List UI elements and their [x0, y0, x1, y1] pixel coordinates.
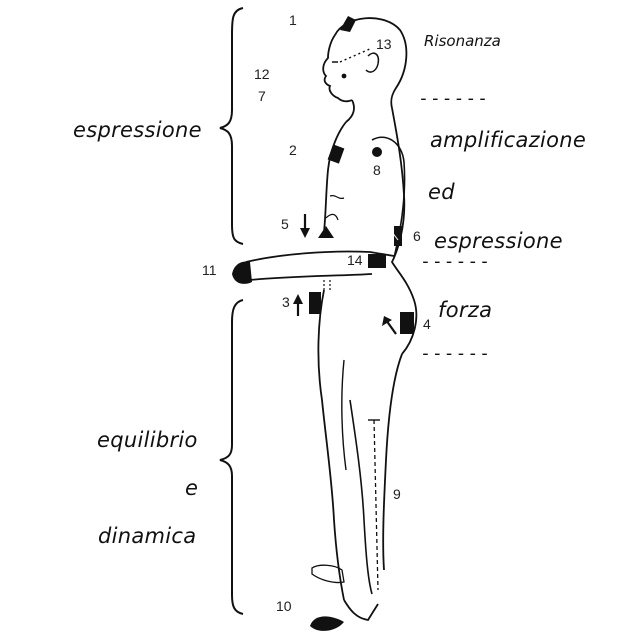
label-dinamica: dinamica — [98, 524, 197, 548]
marker-14 — [368, 254, 386, 268]
point-2-label: 2 — [289, 142, 297, 158]
marker-2 — [327, 144, 345, 164]
label-e: e — [185, 476, 199, 500]
leg-front-lower — [341, 359, 347, 471]
point-3-label: 3 — [282, 294, 290, 310]
point-10-label: 10 — [276, 598, 292, 614]
point-6-label: 6 — [413, 228, 421, 244]
label-amplificazione: amplificazione — [430, 128, 587, 152]
marker-5 — [318, 226, 334, 238]
forearm-top — [245, 250, 395, 263]
chest-front — [323, 121, 347, 233]
leg-inner — [349, 399, 373, 595]
marker-3 — [309, 292, 321, 314]
separator-3: ------ — [420, 343, 492, 364]
abdomen — [317, 289, 345, 601]
point-4-label: 4 — [423, 316, 431, 332]
forearm-bottom — [249, 273, 373, 281]
upper-brace — [219, 7, 244, 245]
neck-front — [345, 99, 355, 123]
label-espressione-left: espressione — [73, 118, 202, 142]
point-8-label: 8 — [373, 162, 381, 178]
label-equilibrio: equilibrio — [97, 428, 198, 452]
separator-2: ------ — [420, 251, 492, 272]
dotted-line-13 — [339, 47, 373, 63]
point-14-label: 14 — [347, 252, 363, 268]
label-forza: forza — [438, 298, 493, 322]
back-foot — [311, 564, 345, 584]
leg-back — [382, 353, 403, 571]
point-12-label: 12 — [254, 66, 270, 82]
point-9-label: 9 — [393, 486, 401, 502]
point-11-label: 11 — [202, 262, 217, 278]
marker-8 — [372, 147, 382, 157]
point-13-label: 13 — [376, 36, 392, 52]
separator-1: ------ — [418, 88, 490, 109]
point-7-label: 7 — [258, 88, 266, 104]
label-ed: ed — [428, 180, 455, 204]
label-espressione-right: espressione — [434, 229, 563, 253]
label-risonanza: Risonanza — [424, 32, 501, 50]
back-line — [390, 107, 418, 355]
marker-10 — [310, 616, 344, 631]
point-5-label: 5 — [281, 216, 289, 232]
dashed-line-9 — [373, 419, 379, 591]
ear — [365, 52, 380, 73]
front-foot — [343, 599, 379, 621]
marker-6 — [394, 226, 402, 246]
marker-11-hand — [232, 261, 252, 284]
point-1-label: 1 — [289, 12, 297, 28]
lower-brace — [219, 299, 244, 615]
marker-1 — [340, 16, 356, 32]
head-outline — [322, 17, 408, 109]
marker-4 — [400, 312, 414, 334]
